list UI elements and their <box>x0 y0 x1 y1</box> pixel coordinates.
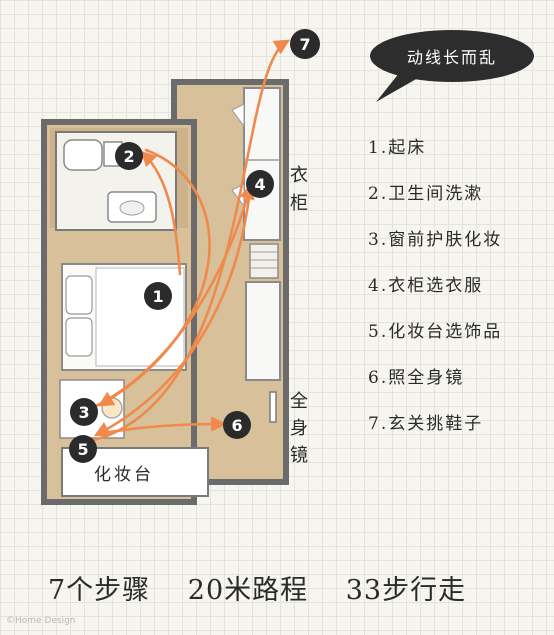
shelf-unit <box>245 243 281 381</box>
marker-7-label: 7 <box>299 35 310 54</box>
bathroom <box>55 131 177 231</box>
route-5-to-6 <box>96 416 227 436</box>
watermark: ©Home Design <box>6 616 76 626</box>
full-length-mirror <box>269 391 277 423</box>
marker-6-label: 6 <box>231 416 242 435</box>
route-1-to-2 <box>140 150 182 276</box>
step-item: 4.衣柜选衣服 <box>368 276 484 296</box>
summary-walk: 33步行走 <box>345 575 467 606</box>
marker-5-label: 5 <box>77 440 88 459</box>
marker-1: 1 <box>144 282 172 310</box>
route-6-to-7 <box>92 39 291 442</box>
step-item: 6.照全身镜 <box>368 368 465 388</box>
marker-1-label: 1 <box>152 287 163 306</box>
step-item: 1.起床 <box>368 138 427 158</box>
summary-line: 7个步骤 20米路程 33步行走 <box>48 568 494 607</box>
marker-6: 6 <box>223 411 251 439</box>
marker-3: 3 <box>70 398 98 426</box>
step-item: 2.卫生间洗漱 <box>368 184 484 204</box>
speech-bubble-text: 动线长而乱 <box>406 48 497 67</box>
vanity-label: 化妆台 <box>94 465 154 485</box>
route-4-to-5 <box>93 188 252 437</box>
marker-5: 5 <box>69 435 97 463</box>
toilet <box>63 139 103 171</box>
mirror-label: 全身镜 <box>290 391 308 466</box>
route-3-to-4 <box>94 183 255 408</box>
marker-4-label: 4 <box>254 175 265 194</box>
step-item: 7.玄关挑鞋子 <box>368 414 484 434</box>
marker-7: 7 <box>290 29 320 59</box>
step-item: 5.化妆台选饰品 <box>368 322 503 342</box>
speech-bubble <box>370 30 534 102</box>
route-lines <box>92 39 291 442</box>
summary-steps: 7个步骤 <box>48 575 151 606</box>
marker-4: 4 <box>246 170 274 198</box>
step-item: 3.窗前护肤化妆 <box>368 230 503 250</box>
marker-2: 2 <box>115 142 143 170</box>
pillow <box>65 275 93 315</box>
bed <box>61 263 187 371</box>
wardrobe-label: 衣柜 <box>290 165 308 214</box>
wardrobe <box>231 87 281 241</box>
marker-3-label: 3 <box>78 403 89 422</box>
summary-distance: 20米路程 <box>187 575 309 606</box>
pillow <box>65 317 93 357</box>
step-list: 1.起床 2.卫生间洗漱 3.窗前护肤化妆 4.衣柜选衣服 5.化妆台选饰品 6… <box>368 136 502 458</box>
marker-2-label: 2 <box>123 147 134 166</box>
step-markers: 1 2 3 4 5 6 7 <box>69 29 320 463</box>
